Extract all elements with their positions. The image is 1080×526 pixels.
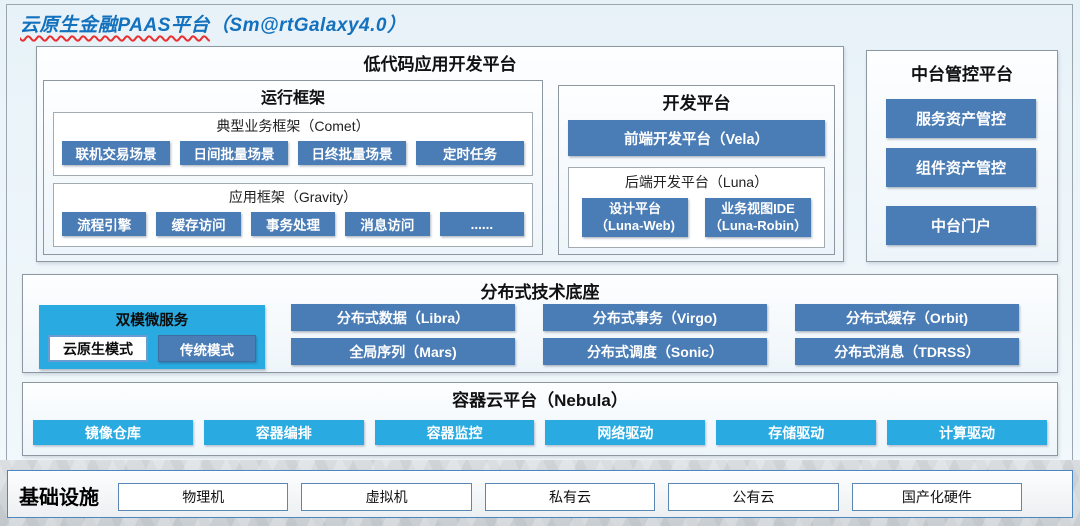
private-cloud: 私有云 xyxy=(484,483,656,511)
midplatform-title: 中台管控平台 xyxy=(911,65,1013,84)
container-cloud-title: 容器云平台（Nebula） xyxy=(452,391,628,410)
image-registry: 镜像仓库 xyxy=(33,420,193,445)
luna-web-line1: 设计平台 xyxy=(608,200,661,216)
comet-framework-box: 典型业务框架（Comet） 联机交易场景 日间批量场景 日终批量场景 定时任务 xyxy=(53,112,533,176)
gravity-framework-box: 应用框架（Gravity） 流程引擎 缓存访问 事务处理 消息访问 ...... xyxy=(53,183,533,247)
comet-item-eod-batch: 日终批量场景 xyxy=(298,141,406,165)
container-orchestration: 容器编排 xyxy=(203,420,364,445)
gravity-items-row: 流程引擎 缓存访问 事务处理 消息访问 ...... xyxy=(62,212,525,236)
gravity-item-more: ...... xyxy=(439,212,525,236)
page-title-version: （Sm@rtGalaxy4.0） xyxy=(209,15,407,36)
network-driver: 网络驱动 xyxy=(545,420,706,445)
lowcode-platform-box: 低代码应用开发平台 运行框架 典型业务框架（Comet） 联机交易场景 日间批量… xyxy=(36,46,844,262)
comet-item-scheduled-task: 定时任务 xyxy=(416,141,524,165)
distributed-transaction-virgo: 分布式事务（Virgo) xyxy=(543,304,767,331)
luna-backend-title: 后端开发平台（Luna） xyxy=(624,174,769,190)
distributed-cache-orbit: 分布式缓存（Orbit) xyxy=(795,304,1019,331)
cloud-native-mode: 云原生模式 xyxy=(48,335,148,362)
distributed-base-box: 分布式技术底座 双模微服务 云原生模式 传统模式 分布式数据（Libra） 分布… xyxy=(22,274,1058,373)
midplatform-portal: 中台门户 xyxy=(886,206,1036,245)
gravity-item-transaction: 事务处理 xyxy=(250,212,336,236)
public-cloud: 公有云 xyxy=(668,483,839,511)
container-monitoring: 容器监控 xyxy=(374,420,535,445)
infrastructure-title: 基础设施 xyxy=(19,487,99,509)
runtime-framework-title: 运行框架 xyxy=(260,90,325,107)
dev-platform-title: 开发平台 xyxy=(662,94,731,113)
dual-mode-title: 双模微服务 xyxy=(115,313,189,329)
luna-robin-line2: （Luna-Robin） xyxy=(708,217,808,233)
container-cloud-row: 镜像仓库 容器编排 容器监控 网络驱动 存储驱动 计算驱动 xyxy=(33,420,1047,445)
dual-mode-microservice-box: 双模微服务 云原生模式 传统模式 xyxy=(39,305,265,369)
lowcode-platform-title: 低代码应用开发平台 xyxy=(363,55,517,74)
distributed-schedule-sonic: 分布式调度（Sonic） xyxy=(543,338,767,365)
dev-platform-box: 开发平台 前端开发平台（Vela） 后端开发平台（Luna） 设计平台 （Lun… xyxy=(558,85,835,255)
distributed-base-title: 分布式技术底座 xyxy=(480,283,600,302)
luna-web-line2: （Luna-Web) xyxy=(595,217,675,233)
distributed-message-tdrss: 分布式消息（TDRSS） xyxy=(795,338,1019,365)
comet-item-daytime-batch: 日间批量场景 xyxy=(180,141,288,165)
traditional-mode: 传统模式 xyxy=(158,335,256,362)
midplatform-box: 中台管控平台 服务资产管控 组件资产管控 中台门户 xyxy=(866,50,1058,262)
component-asset-control: 组件资产管控 xyxy=(886,148,1036,187)
distributed-grid: 分布式数据（Libra） 分布式事务（Virgo) 分布式缓存（Orbit) 全… xyxy=(291,304,1019,365)
comet-framework-title: 典型业务框架（Comet） xyxy=(216,118,370,134)
gravity-framework-title: 应用框架（Gravity） xyxy=(228,189,358,205)
comet-item-online-trading: 联机交易场景 xyxy=(62,141,170,165)
vela-frontend-platform: 前端开发平台（Vela） xyxy=(568,120,825,156)
luna-robin-business-ide: 业务视图IDE （Luna-Robin） xyxy=(705,198,811,237)
gravity-item-cache-access: 缓存访问 xyxy=(156,212,241,236)
virtual-machine: 虚拟机 xyxy=(301,483,472,511)
infrastructure-strip: 基础设施 物理机 虚拟机 私有云 公有云 国产化硬件 xyxy=(0,460,1080,526)
dual-mode-row: 云原生模式 传统模式 xyxy=(48,335,256,362)
storage-driver: 存储驱动 xyxy=(716,420,877,445)
runtime-framework-box: 运行框架 典型业务框架（Comet） 联机交易场景 日间批量场景 日终批量场景 … xyxy=(43,80,543,255)
comet-items-row: 联机交易场景 日间批量场景 日终批量场景 定时任务 xyxy=(62,141,524,165)
page-title-chinese: 云原生金融PAAS平台 xyxy=(20,15,210,36)
infrastructure-box: 基础设施 物理机 虚拟机 私有云 公有云 国产化硬件 xyxy=(7,470,1073,518)
luna-items-row: 设计平台 （Luna-Web) 业务视图IDE （Luna-Robin） xyxy=(582,198,811,237)
global-sequence-mars: 全局序列（Mars) xyxy=(291,338,515,365)
infrastructure-row: 物理机 虚拟机 私有云 公有云 国产化硬件 xyxy=(118,483,1023,511)
luna-backend-box: 后端开发平台（Luna） 设计平台 （Luna-Web) 业务视图IDE （Lu… xyxy=(568,167,825,248)
distributed-data-libra: 分布式数据（Libra） xyxy=(291,304,515,331)
page-title: 云原生金融PAAS平台（Sm@rtGalaxy4.0） xyxy=(20,10,406,37)
container-cloud-box: 容器云平台（Nebula） 镜像仓库 容器编排 容器监控 网络驱动 存储驱动 计… xyxy=(22,382,1058,456)
luna-web-design-platform: 设计平台 （Luna-Web) xyxy=(582,198,688,237)
luna-robin-line1: 业务视图IDE xyxy=(721,200,795,216)
domestic-hardware: 国产化硬件 xyxy=(851,483,1023,511)
compute-driver: 计算驱动 xyxy=(887,420,1047,445)
gravity-item-message-access: 消息访问 xyxy=(345,212,430,236)
physical-machine: 物理机 xyxy=(118,483,289,511)
gravity-item-process-engine: 流程引擎 xyxy=(62,212,147,236)
service-asset-control: 服务资产管控 xyxy=(886,99,1036,138)
